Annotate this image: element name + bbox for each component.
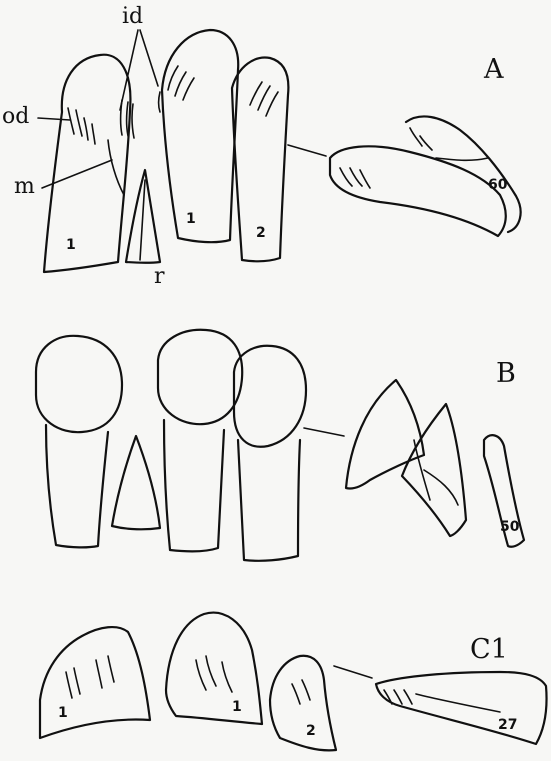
panel-a-left-ridges — [68, 108, 95, 144]
panel-b-drawing — [36, 330, 524, 561]
od-annotation: od — [2, 106, 29, 128]
panel-a-left-inner-ridges — [121, 100, 135, 138]
panel-a-magnification: 60 — [488, 178, 507, 192]
panel-a-enlarged-ridges — [340, 128, 432, 188]
panel-c1-mid-ridges — [196, 656, 232, 692]
panel-b-tooth-left-shaft — [46, 425, 108, 547]
id-annotation: id — [122, 6, 143, 28]
panel-a-m-line — [108, 140, 124, 195]
panel-b-tooth-mid-shaft — [164, 420, 224, 551]
panel-b-tooth-mid-crown — [158, 330, 242, 424]
panel-a-connector — [288, 145, 326, 156]
panel-c1-tooth-2-ridges — [292, 680, 310, 704]
panel-b-connector — [304, 428, 344, 436]
panel-c1-magnification: 27 — [498, 718, 517, 732]
panel-a-tooth-label-2: 1 — [186, 212, 196, 226]
panel-c1-enlarged-ridges — [384, 690, 500, 712]
panel-b-central-rib — [112, 436, 160, 529]
panel-c1-enlarged-tooth — [376, 672, 547, 744]
panel-b-enlarged-cusp-1 — [346, 380, 424, 489]
r-annotation: r — [154, 266, 165, 288]
panel-c1-tooth-label-3: 2 — [306, 724, 316, 738]
panel-c1-left-ridges — [66, 656, 114, 698]
panel-a-od-pointer — [38, 118, 70, 120]
panel-a-tooth-label-1: 1 — [66, 238, 76, 252]
panel-c1-connector — [334, 666, 372, 678]
panel-a-enlarged-band — [436, 158, 488, 160]
panel-c1-label: C1 — [470, 636, 508, 663]
panel-b-tooth-right-shaft — [238, 440, 300, 561]
panel-a-label: A — [484, 56, 504, 83]
panel-b-magnification: 50 — [500, 520, 519, 534]
panel-a-tooth-1-right — [162, 30, 238, 242]
panel-c1-tooth-label-1: 1 — [58, 706, 68, 720]
panel-c1-tooth-1-right — [166, 613, 262, 724]
panel-a-enlarged-tooth-back — [406, 116, 521, 232]
panel-a-drawing — [38, 30, 521, 272]
panel-b-enlarged-cusp-2 — [402, 404, 466, 536]
panel-b-tooth-left-crown — [36, 336, 122, 432]
panel-a-rib-inner — [140, 180, 145, 260]
panel-a-m-pointer — [42, 160, 112, 188]
panel-c1-tooth-2 — [270, 656, 336, 751]
m-annotation: m — [14, 176, 35, 198]
panel-c1-tooth-label-2: 1 — [232, 700, 242, 714]
panel-c1-tooth-1-left — [40, 627, 150, 738]
panel-a-tooth-2-ridges — [250, 82, 278, 116]
panel-a-tooth-1-left — [44, 55, 130, 272]
panel-a-tooth-label-3: 2 — [256, 226, 266, 240]
panel-b-label: B — [496, 360, 516, 387]
panel-b-tooth-right-crown — [234, 346, 306, 447]
